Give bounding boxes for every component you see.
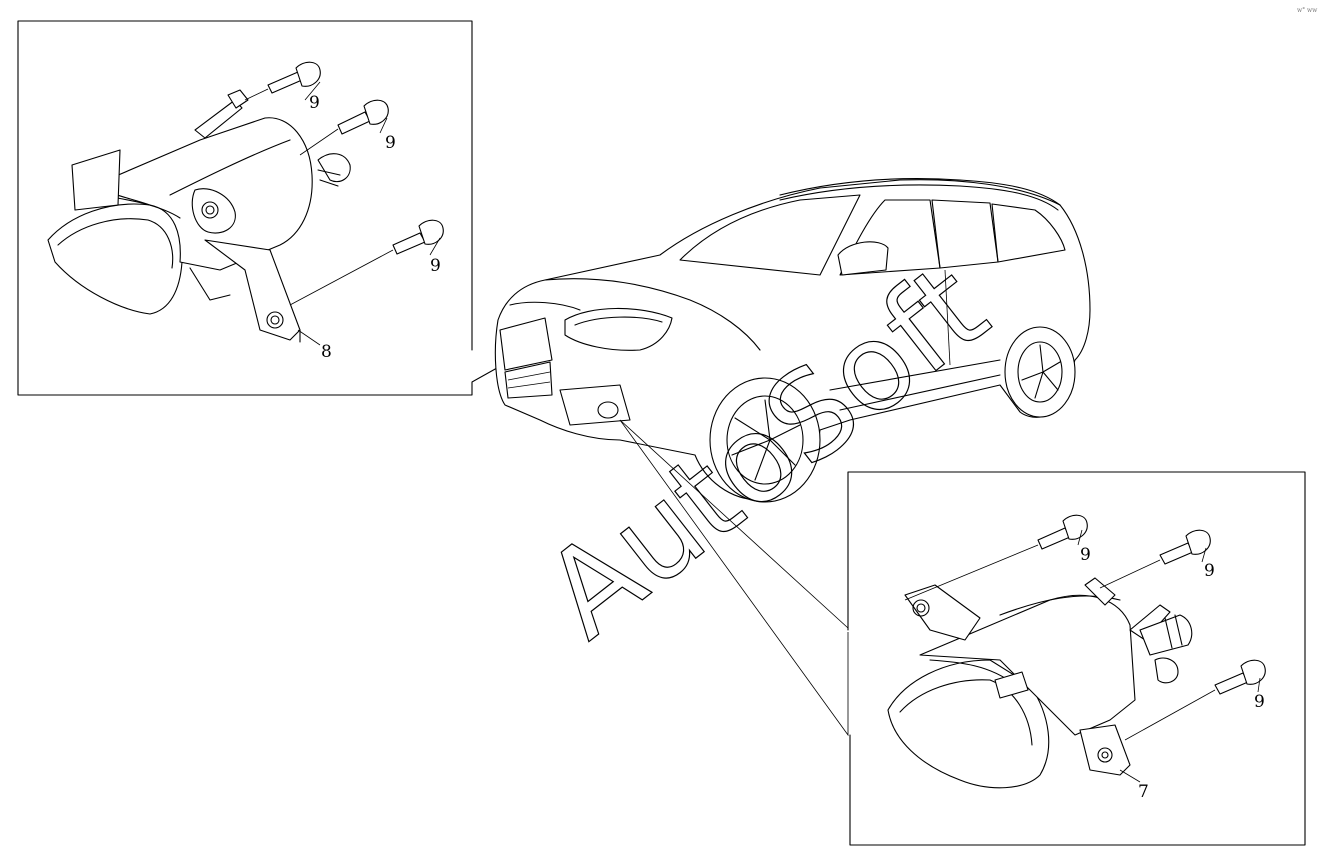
detail-leader-line: [619, 419, 849, 737]
left-bolt-lower-part: [289, 219, 444, 306]
callout-right-bracket: 7: [1138, 782, 1149, 802]
left-detail-panel: 9 9 9 8: [17, 20, 498, 396]
callout-right-bolt-lower: 9: [1254, 692, 1265, 712]
callout-left-bolt-top: 9: [309, 93, 320, 113]
vehicle-illustration: [494, 178, 1091, 503]
right-detail-panel: 9 9 9 7: [847, 471, 1306, 846]
left-detail-frame: [17, 20, 498, 396]
callout-right-bolt-left: 9: [1080, 545, 1091, 565]
right-detail-frame: [847, 471, 1306, 846]
right-bolt-right-part: [1099, 529, 1211, 589]
left-fog-lamp: [47, 89, 351, 343]
callout-left-bolt-middle: 9: [385, 133, 396, 153]
vehicle-fog-lamp: [597, 401, 619, 419]
callout-left-bolt-lower: 9: [430, 256, 441, 276]
callout-right-bolt-right: 9: [1204, 561, 1215, 581]
left-bolt-middle-part: [299, 99, 389, 156]
left-bolt-top-part: [244, 61, 321, 101]
corner-reference-mark: w° ww: [1297, 7, 1318, 14]
right-fog-lamp: [887, 577, 1193, 789]
right-bolt-lower-part: [1124, 659, 1266, 741]
callout-left-bracket: 8: [321, 342, 332, 362]
